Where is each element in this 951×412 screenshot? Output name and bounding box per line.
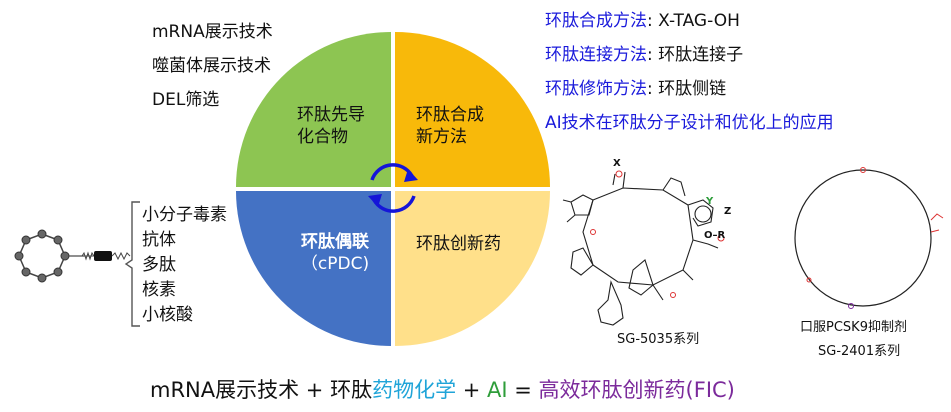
method-label: 环肽合成方法 [545, 11, 647, 31]
quadrant-top-right [395, 32, 550, 187]
quadrant-text: 环肽先导 [297, 105, 365, 125]
sg2401-macrocycle-icon [794, 167, 944, 309]
cycle-arrows-icon [368, 163, 418, 213]
quadrant-text: 环肽偶联 [301, 232, 369, 252]
payload-item: 多肽 [142, 255, 176, 275]
method-item: 环肽修饰方法: 环肽侧链 [545, 79, 726, 99]
quadrant-label-lead: 环肽先导 化合物 [297, 104, 365, 148]
method-label: 环肽连接方法 [545, 45, 647, 65]
quadrant-bottom-left [236, 191, 391, 346]
payload-item: 小核酸 [142, 305, 193, 325]
caption-oral-pcsk9: 口服PCSK9抑制剂 [800, 320, 907, 335]
payload-item: 核素 [142, 280, 176, 300]
payload-item: 小分子毒素 [142, 205, 227, 225]
quadrant-label-synthesis: 环肽合成 新方法 [416, 104, 484, 148]
method-value: X-TAG-OH [658, 11, 740, 31]
bottom-formula: mRNA展示技术 + 环肽药物化学 + AI = 高效环肽创新药(FIC) [150, 374, 735, 404]
method-item: 环肽合成方法: X-TAG-OH [545, 11, 740, 31]
quadrant-top-left [236, 32, 391, 187]
molecule-letter-y: Y [706, 196, 714, 207]
quadrant-label-innovative: 环肽创新药 [416, 233, 501, 255]
quadrant-label-cpdc: 环肽偶联 （cPDC) [287, 231, 383, 275]
cyclic-peptide-linker-icon [14, 229, 131, 283]
payload-bracket-icon [124, 201, 140, 327]
molecule-letter-r: O–R [704, 230, 726, 241]
quadrant-text: 环肽合成 [416, 105, 484, 125]
method-sep: : [647, 79, 659, 99]
method-value: 环肽连接子 [658, 45, 744, 65]
display-tech-item: DEL筛选 [152, 90, 220, 110]
method-value: 环肽侧链 [658, 79, 727, 99]
molecule-letter-x: X [613, 158, 621, 169]
method-sep: : [647, 45, 659, 65]
quadrant-text: （cPDC) [300, 254, 370, 274]
formula-segment: AI [487, 378, 508, 402]
quadrant-bottom-right [395, 191, 550, 346]
method-item: AI技术在环肽分子设计和优化上的应用 [545, 113, 834, 133]
formula-segment: = [507, 378, 539, 402]
method-sep: : [647, 11, 659, 31]
arrow-head-icon [368, 194, 382, 207]
formula-segment: mRNA展示技术 + 环肽 [150, 378, 373, 402]
payload-item: 抗体 [142, 230, 176, 250]
quadrant-circle [236, 32, 550, 346]
formula-segment: 药物化学 [372, 378, 457, 402]
method-label: AI技术在环肽分子设计和优化上的应用 [545, 113, 834, 133]
display-tech-item: 噬菌体展示技术 [152, 56, 271, 76]
quadrant-text: 化合物 [297, 127, 348, 147]
caption-sg5035: SG-5035系列 [617, 332, 700, 347]
method-label: 环肽修饰方法 [545, 79, 647, 99]
molecule-letter-z: Z [724, 206, 732, 217]
sg5035-molecule-icon [562, 170, 725, 326]
formula-segment: + [456, 378, 488, 402]
caption-sg2401: SG-2401系列 [818, 344, 901, 359]
payload-list: 小分子毒素 抗体 多肽 核素 小核酸 [142, 203, 227, 328]
display-tech-item: mRNA展示技术 [152, 22, 273, 42]
formula-segment: 高效环肽创新药(FIC) [538, 378, 735, 402]
quadrant-text: 环肽创新药 [416, 234, 501, 254]
method-item: 环肽连接方法: 环肽连接子 [545, 45, 743, 65]
arrow-head-icon [404, 169, 418, 182]
quadrant-text: 新方法 [416, 127, 467, 147]
